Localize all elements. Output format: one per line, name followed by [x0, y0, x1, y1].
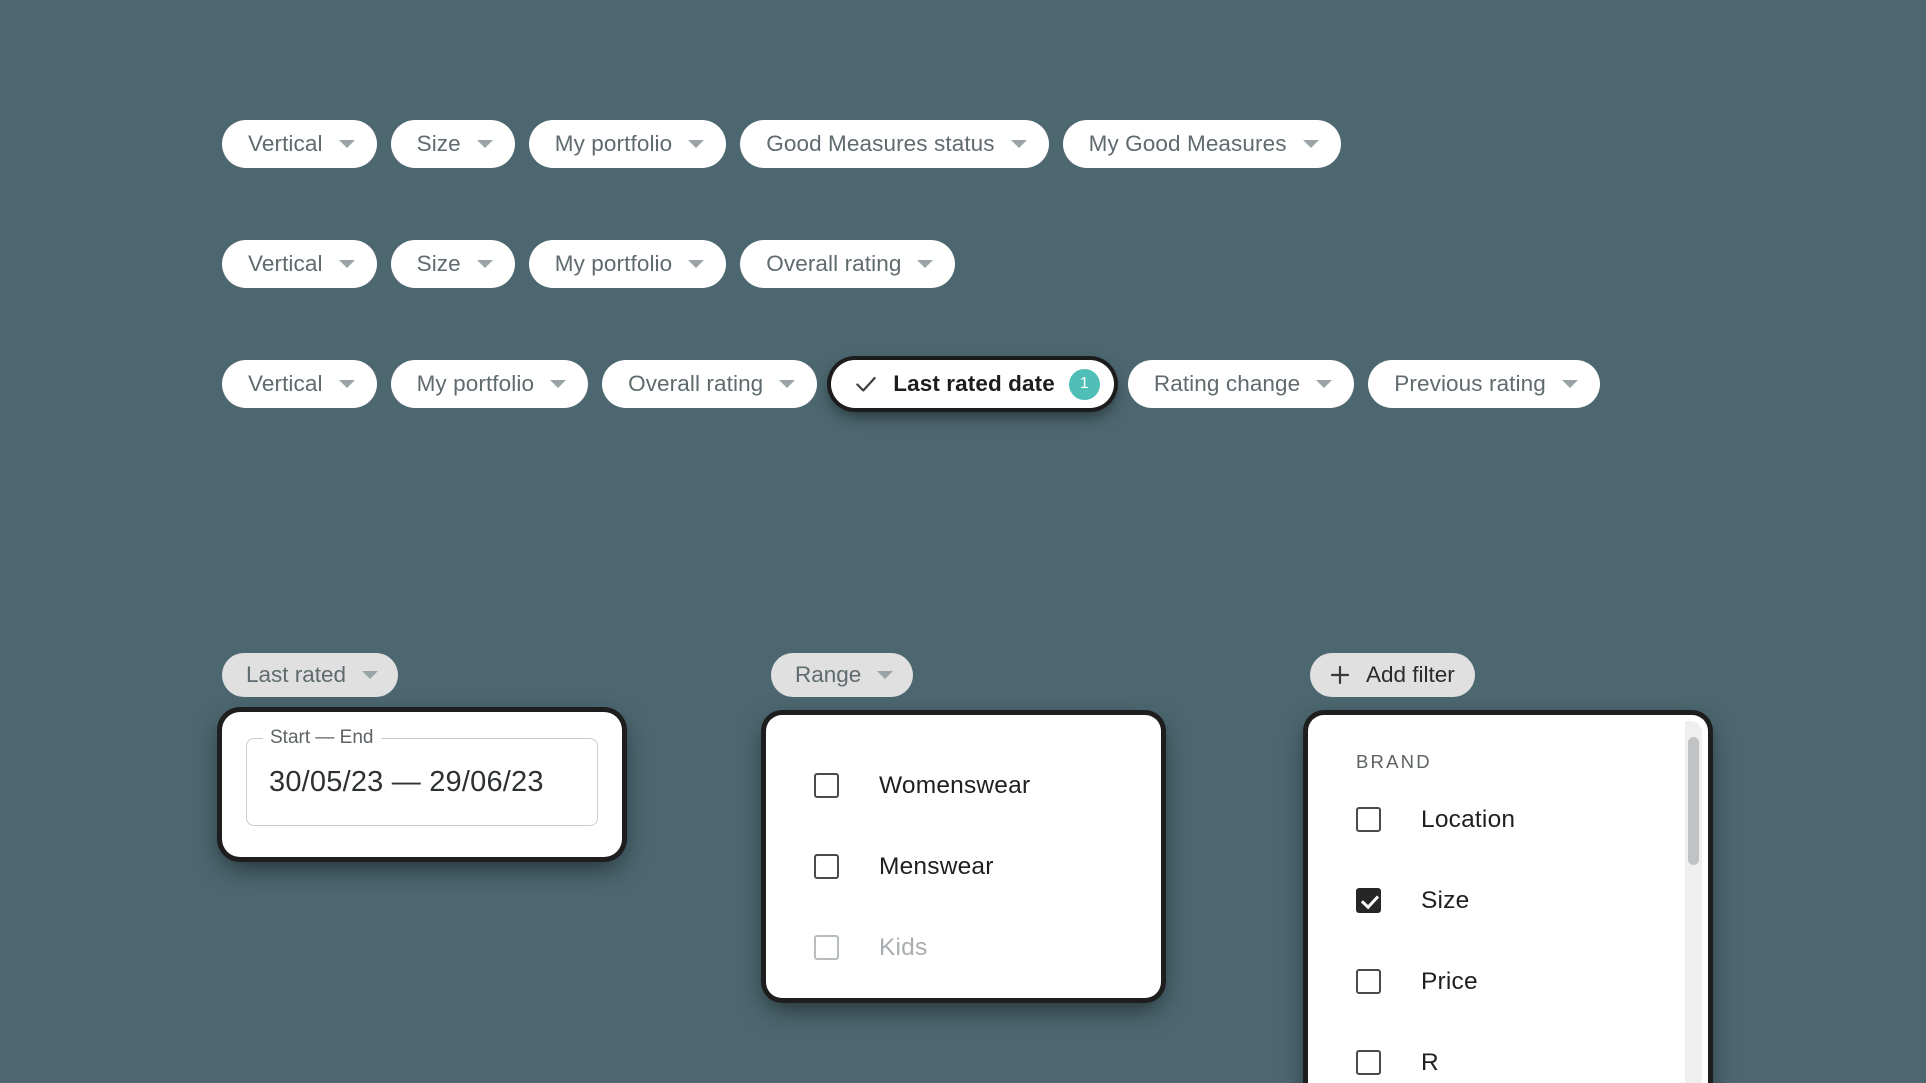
filter-chip-rating-change[interactable]: Rating change [1127, 360, 1355, 408]
filter-chip-my-portfolio[interactable]: My portfolio [390, 360, 589, 408]
chip-label: Overall rating [628, 370, 764, 396]
chip-label: Vertical [248, 250, 323, 276]
chip-label: Good Measures status [766, 130, 995, 156]
checkbox-icon[interactable] [1356, 969, 1381, 994]
filter-chip-overall-rating[interactable]: Overall rating [602, 360, 818, 408]
filter-chip-vertical[interactable]: Vertical [222, 360, 377, 408]
list-item-label: Menswear [879, 852, 994, 880]
filter-chip-my-portfolio[interactable]: My portfolio [528, 120, 727, 168]
chevron-down-icon [779, 380, 796, 388]
list-item[interactable]: R [1308, 1022, 1686, 1083]
filter-chip-vertical[interactable]: Vertical [222, 120, 377, 168]
chip-label: Size [416, 130, 461, 156]
checkbox-icon[interactable] [1356, 888, 1381, 913]
scrollbar-thumb[interactable] [1688, 737, 1699, 865]
chip-label: Last rated [246, 662, 347, 687]
chevron-down-icon [1010, 140, 1027, 148]
filter-section-header: BRAND [1356, 751, 1432, 772]
chip-label: Last rated date [893, 370, 1055, 396]
date-range-value: 30/05/23 — 29/06/23 [269, 765, 544, 798]
filter-chip-last-rated-date[interactable]: Last rated date 1 [831, 360, 1114, 408]
chevron-down-icon [688, 140, 705, 148]
chevron-down-icon [688, 260, 705, 268]
list-item[interactable]: Menswear [766, 826, 1161, 907]
checkbox-icon[interactable] [1356, 1050, 1381, 1075]
chevron-down-icon [476, 260, 493, 268]
filter-menu-panel: BRAND Location Size Price R [1308, 715, 1708, 1083]
list-item-label: Location [1421, 805, 1516, 833]
chevron-down-icon [1316, 380, 1333, 388]
chip-label: My portfolio [416, 370, 535, 396]
chevron-down-icon [338, 140, 355, 148]
plus-icon [1330, 665, 1350, 685]
chip-label: My portfolio [554, 130, 673, 156]
list-item[interactable]: Size [1308, 860, 1686, 941]
filter-menu-scroll-area: BRAND Location Size Price R [1308, 715, 1708, 1083]
range-menu-list: Womenswear Menswear Kids [766, 745, 1161, 988]
chevron-down-icon [1302, 140, 1319, 148]
chip-label: My Good Measures [1088, 130, 1287, 156]
chip-label: Rating change [1153, 370, 1301, 396]
chevron-down-icon [550, 380, 567, 388]
list-item-label: Womenswear [879, 771, 1031, 799]
checkbox-icon [814, 935, 839, 960]
list-item-label: R [1421, 1048, 1439, 1076]
chevron-down-icon [362, 671, 379, 679]
check-icon [856, 376, 877, 392]
chevron-down-icon [476, 140, 493, 148]
chip-label: My portfolio [554, 250, 673, 276]
chip-label: Overall rating [766, 250, 902, 276]
date-range-input[interactable]: Start — End 30/05/23 — 29/06/23 [246, 727, 598, 826]
list-item-label: Kids [879, 933, 928, 961]
add-filter-button[interactable]: Add filter [1310, 653, 1475, 697]
status-badge: 1 [1068, 368, 1100, 400]
chevron-down-icon [917, 260, 934, 268]
filter-chip-good-measures-status[interactable]: Good Measures status [740, 120, 1049, 168]
date-range-label: Start — End [263, 727, 381, 749]
filter-chip-previous-rating[interactable]: Previous rating [1368, 360, 1600, 408]
filter-chip-my-portfolio[interactable]: My portfolio [528, 240, 727, 288]
chip-label: Previous rating [1394, 370, 1546, 396]
list-item[interactable]: Price [1308, 941, 1686, 1022]
list-item-label: Price [1421, 967, 1478, 995]
chip-label: Size [416, 250, 461, 276]
list-item[interactable]: Location [1308, 779, 1686, 860]
filter-chip-row-3: Vertical My portfolio Overall rating Las… [222, 360, 1600, 408]
filter-chip-row-2: Vertical Size My portfolio Overall ratin… [222, 240, 956, 288]
filter-chip-my-good-measures[interactable]: My Good Measures [1062, 120, 1341, 168]
scrollbar-track[interactable] [1685, 721, 1702, 1083]
date-range-panel: Start — End 30/05/23 — 29/06/23 [222, 712, 622, 857]
range-menu-panel: Womenswear Menswear Kids [766, 715, 1161, 998]
chip-label: Vertical [248, 370, 323, 396]
chevron-down-icon [338, 380, 355, 388]
filter-chip-vertical[interactable]: Vertical [222, 240, 377, 288]
filter-chip-overall-rating[interactable]: Overall rating [740, 240, 956, 288]
filter-chip-size[interactable]: Size [390, 240, 515, 288]
filter-chip-row-1: Vertical Size My portfolio Good Measures… [222, 120, 1341, 168]
filter-chip-size[interactable]: Size [390, 120, 515, 168]
chip-label: Vertical [248, 130, 323, 156]
list-item: Kids [766, 907, 1161, 988]
chip-label: Range [795, 662, 862, 687]
chevron-down-icon [1561, 380, 1578, 388]
list-item-label: Size [1421, 886, 1470, 914]
checkbox-icon[interactable] [814, 854, 839, 879]
checkbox-icon[interactable] [1356, 807, 1381, 832]
chip-label: Add filter [1366, 662, 1455, 687]
chevron-down-icon [338, 260, 355, 268]
checkbox-icon[interactable] [814, 773, 839, 798]
range-menu-trigger[interactable]: Range [771, 653, 914, 697]
chevron-down-icon [877, 671, 894, 679]
list-item[interactable]: Womenswear [766, 745, 1161, 826]
date-picker-trigger-last-rated[interactable]: Last rated [222, 653, 399, 697]
filter-menu-list: Location Size Price R [1308, 779, 1686, 1083]
